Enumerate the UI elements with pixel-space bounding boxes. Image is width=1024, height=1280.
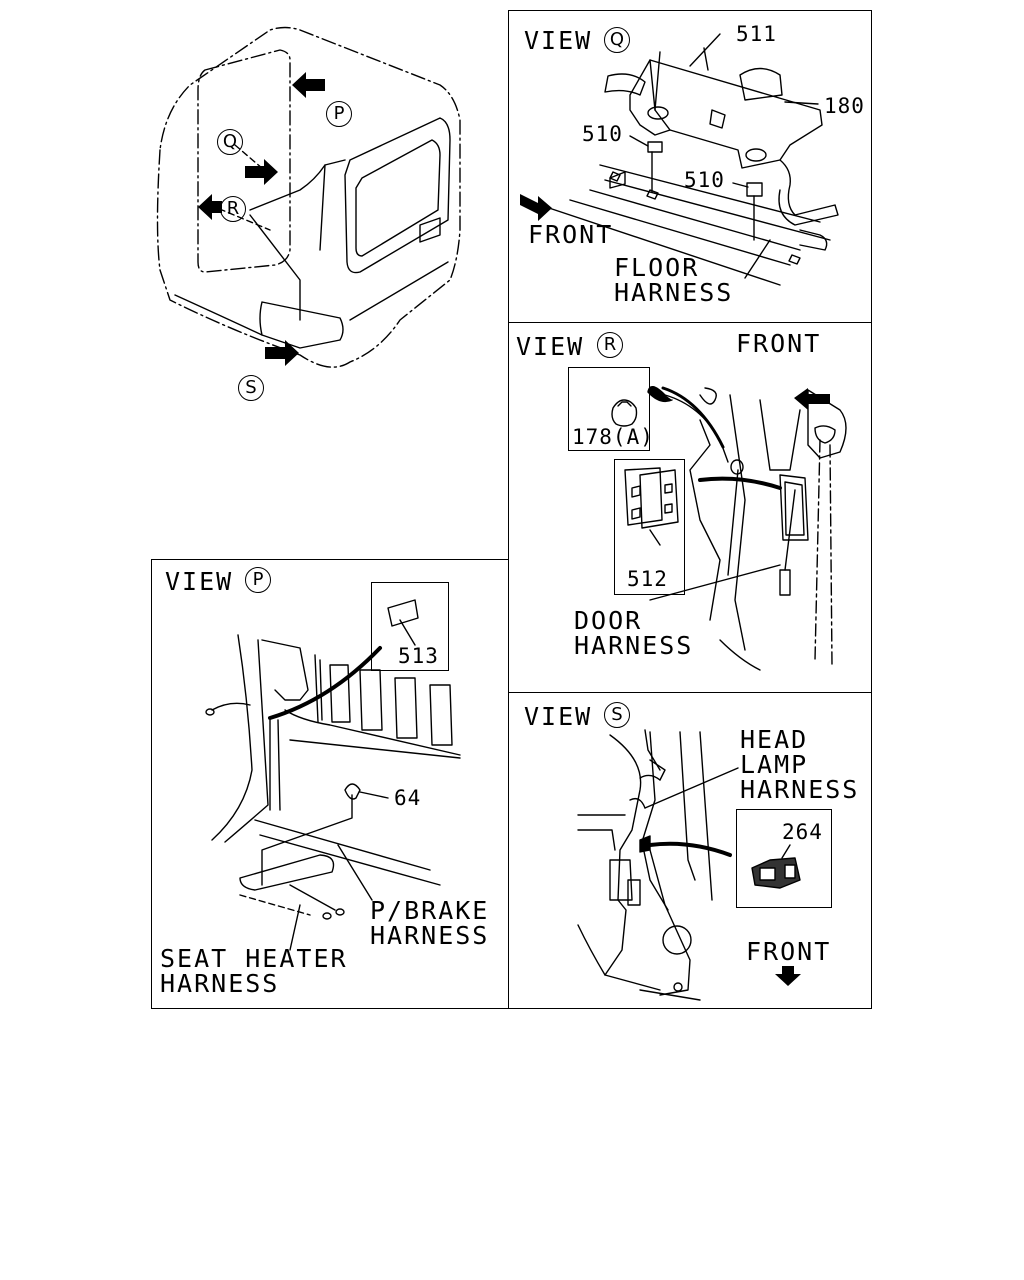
cab-outline-drawing [156, 26, 461, 368]
view-p-pbrake-harness-label: P/BRAKE HARNESS [370, 896, 490, 950]
part-label-64: 64 [394, 786, 422, 810]
part-label-180: 180 [824, 94, 865, 118]
view-p-pad-513-drawing [387, 599, 419, 646]
view-q-floor-harness-label: FLOOR HARNESS [614, 253, 734, 307]
part-label-510-right: 510 [684, 168, 725, 192]
view-q-letter: Q [604, 27, 630, 53]
part-box-513 [371, 582, 449, 671]
view-s-front-drawing [577, 729, 739, 1001]
view-r-front-arrow [794, 388, 830, 410]
part-box-512 [614, 459, 685, 595]
view-p-title: VIEW [165, 567, 234, 596]
view-p-frame [151, 559, 509, 1009]
part-box-178 [568, 367, 650, 451]
view-q-bracket-drawing [539, 33, 839, 286]
view-r-front-label: FRONT [736, 329, 822, 358]
part-label-510-left: 510 [582, 122, 623, 146]
view-r-clip-512-drawing [624, 467, 679, 546]
view-s-front-label: FRONT [746, 937, 832, 966]
view-r-door-drawing [647, 386, 847, 671]
view-q-front-label: FRONT [528, 220, 614, 249]
part-label-511: 511 [736, 22, 777, 46]
view-s-clip-264-drawing [751, 844, 801, 889]
view-r-letter: R [597, 332, 623, 358]
cab-view-arrows [198, 72, 325, 366]
view-r-door-harness-label: DOOR HARNESS [574, 606, 694, 660]
view-s-head-lamp-harness-label: HEAD LAMP HARNESS [740, 725, 860, 804]
view-p-floor-drawing [205, 634, 461, 951]
view-s-title: VIEW [524, 702, 593, 731]
view-p-seat-heater-harness-label: SEAT HEATER HARNESS [160, 944, 348, 998]
part-label-264: 264 [782, 820, 823, 844]
view-s-letter: S [604, 702, 630, 728]
view-q-front-arrow [520, 194, 552, 221]
part-label-513: 513 [398, 644, 439, 668]
view-q-title: VIEW [524, 26, 593, 55]
part-label-178a: 178(A) [572, 425, 654, 449]
cab-callout-q: Q [217, 129, 243, 155]
cab-callout-p: P [326, 101, 352, 127]
part-label-512: 512 [627, 567, 668, 591]
cab-callout-r: R [220, 196, 246, 222]
cab-callout-s: S [238, 375, 264, 401]
view-p-letter: P [245, 567, 271, 593]
view-r-title: VIEW [516, 332, 585, 361]
view-r-clip-178-drawing [611, 399, 638, 427]
view-s-front-arrow [775, 966, 801, 986]
part-box-264 [736, 809, 832, 908]
